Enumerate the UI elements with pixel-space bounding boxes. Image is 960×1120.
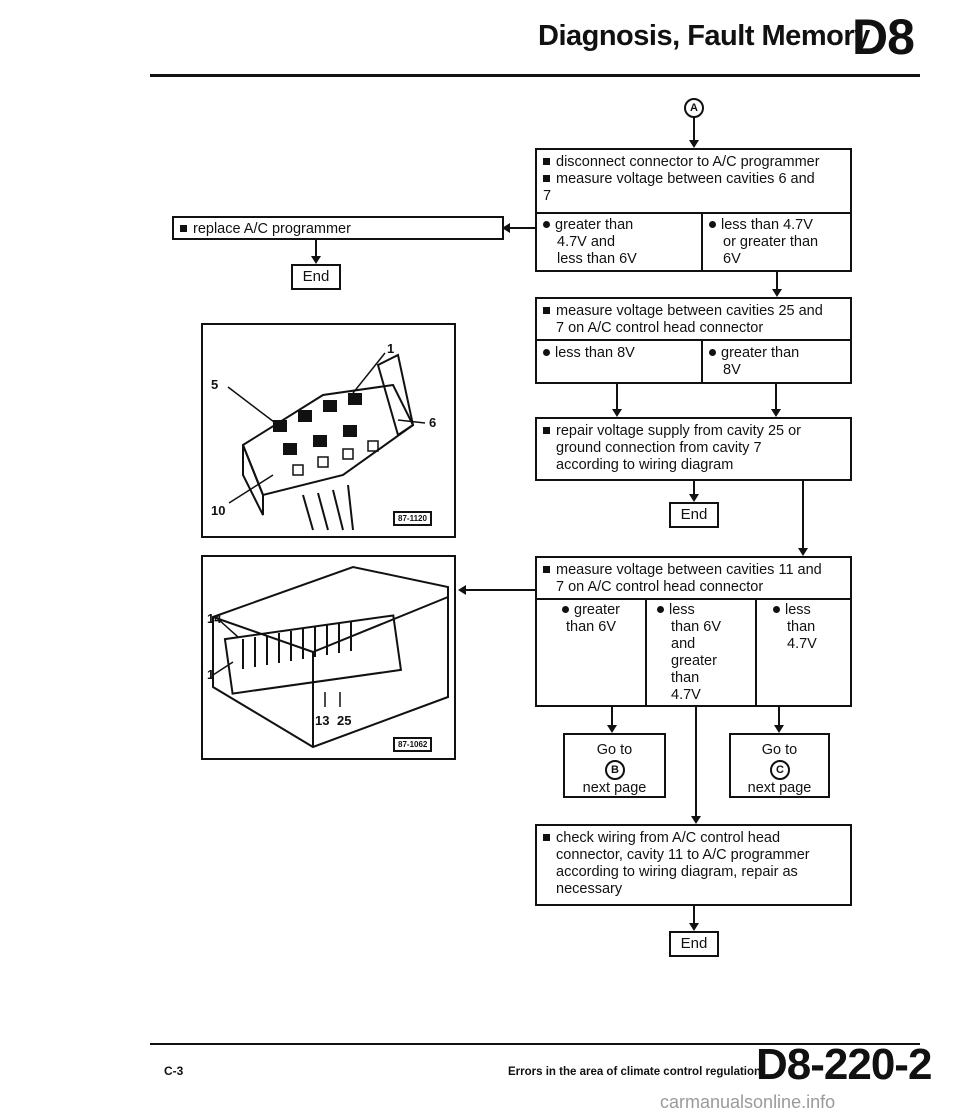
fig1-label-6: 6 (429, 415, 437, 430)
step5-check-wiring-box: check wiring from A/C control head conne… (535, 824, 852, 906)
goto-page-c: Go to C next page (729, 733, 830, 798)
step2-option-right: greater than 8V (701, 339, 852, 384)
fig1-label-1: 1 (387, 341, 395, 356)
connector-figure-1: 5 1 6 10 87-1120 (201, 323, 456, 538)
footer-section-title: Errors in the area of climate control re… (508, 1066, 762, 1078)
end-terminal-2: End (669, 502, 719, 528)
step4-option-2: less than 6V and greater than 4.7V (645, 598, 757, 707)
goto-page-b: Go to B next page (563, 733, 666, 798)
fig2-label-13: 13 (315, 713, 330, 728)
step4-option-3: less than 4.7V (755, 598, 852, 707)
start-marker-a: A (684, 98, 704, 118)
step3-repair-box: repair voltage supply from cavity 25 or … (535, 417, 852, 481)
square-bullet-icon (543, 427, 550, 434)
footer-rule (150, 1043, 920, 1045)
fig2-label-1: 1 (207, 667, 215, 682)
step4-measure-box: measure voltage between cavities 11 and … (535, 556, 852, 600)
square-bullet-icon (543, 566, 550, 573)
fig1-reference-tag: 87-1120 (393, 511, 432, 526)
footer-page-ref: C-3 (164, 1064, 184, 1078)
bullet-icon (543, 221, 550, 228)
end-terminal-3: End (669, 931, 719, 957)
replace-programmer-box: replace A/C programmer (172, 216, 504, 240)
control-head-connector-illustration (227, 352, 426, 531)
step2-measure-box: measure voltage between cavities 25 and … (535, 297, 852, 341)
fig2-label-14: 14 (207, 611, 222, 626)
step1-option-left: greater than 4.7V and less than 6V (535, 212, 703, 272)
end-terminal-1: End (291, 264, 341, 290)
fig2-reference-tag: 87-1062 (393, 737, 433, 752)
step1-option-right: less than 4.7V or greater than 6V (701, 212, 852, 272)
programmer-connector-illustration (212, 565, 449, 749)
step2-option-left: less than 8V (535, 339, 703, 384)
bullet-icon (562, 606, 570, 613)
bullet-icon (657, 606, 664, 613)
footer-page-code: D8-220-2 (756, 1040, 932, 1089)
bullet-icon (709, 221, 716, 228)
section-code: D8 (852, 9, 915, 65)
fig2-label-25: 25 (337, 713, 352, 728)
watermark-text: carmanualsonline.info (660, 1092, 836, 1112)
square-bullet-icon (543, 158, 550, 165)
bullet-icon (543, 349, 550, 356)
header-rule (150, 74, 920, 77)
square-bullet-icon (543, 307, 550, 314)
step4-option-1: greater than 6V (535, 598, 647, 707)
bullet-icon (709, 349, 716, 356)
square-bullet-icon (180, 225, 187, 232)
page-title: Diagnosis, Fault Memory (538, 20, 870, 52)
connector-figure-2: 14 1 13 25 87-1062 (201, 555, 456, 760)
square-bullet-icon (543, 175, 550, 182)
square-bullet-icon (543, 834, 550, 841)
bullet-icon (773, 606, 780, 613)
marker-b: B (605, 760, 625, 780)
step1-measure-box: disconnect connector to A/C programmer m… (535, 148, 852, 214)
marker-c: C (770, 760, 790, 780)
fig1-label-5: 5 (211, 377, 219, 392)
fig1-label-10: 10 (211, 503, 226, 518)
